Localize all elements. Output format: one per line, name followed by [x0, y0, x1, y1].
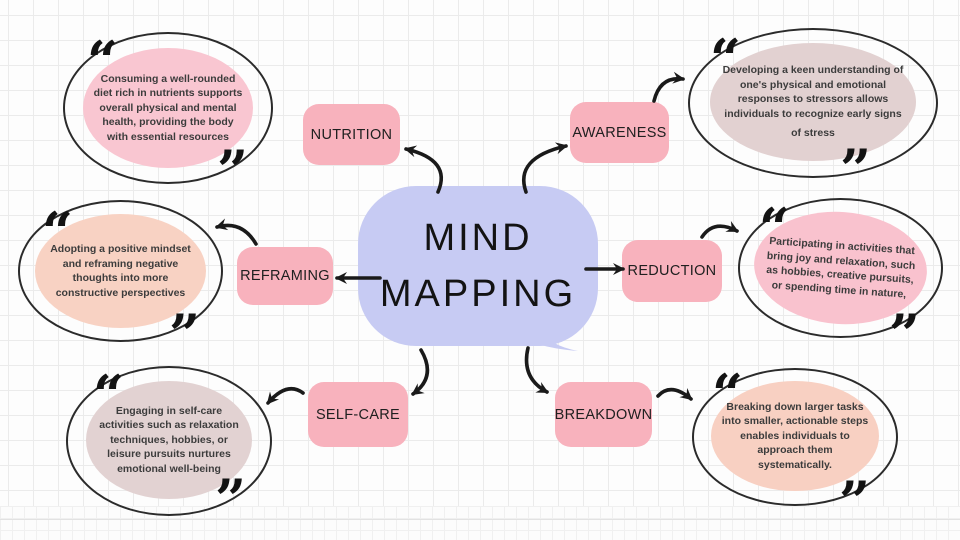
- note-text: Developing a keen understanding of one's…: [722, 64, 904, 120]
- branch-label-breakdown[interactable]: BREAKDOWN: [555, 382, 652, 447]
- note-text-2: of stress: [791, 127, 835, 140]
- note-text: Engaging in self-care activities such as…: [99, 404, 239, 475]
- center-topic[interactable]: MIND MAPPING: [358, 186, 598, 346]
- close-quote-icon: ”: [215, 467, 247, 531]
- note-text: Consuming a well-rounded diet rich in nu…: [93, 72, 243, 143]
- branch-label-text: REFRAMING: [240, 268, 330, 284]
- close-quote-icon: ”: [840, 137, 872, 201]
- note-bubble-awareness[interactable]: Developing a keen understanding of one's…: [688, 27, 938, 196]
- branch-label-text: AWARENESS: [572, 124, 667, 141]
- note-bubble-selfcare[interactable]: Engaging in self-care activities such as…: [66, 363, 272, 526]
- bubble-fill: Breaking down larger tasks into smaller,…: [711, 381, 879, 491]
- note-bubble-reduction[interactable]: Participating in activities that bring j…: [738, 196, 943, 361]
- bubble-outline: [66, 366, 272, 516]
- close-quote-icon: ”: [169, 302, 201, 366]
- center-topic-line2: MAPPING: [379, 273, 577, 315]
- bubble-outline: [63, 32, 273, 184]
- open-quote-icon: “: [93, 363, 125, 427]
- bubble-fill: Developing a keen understanding of one's…: [710, 43, 916, 161]
- branch-label-text: SELF-CARE: [315, 406, 401, 423]
- note-bubble-nutrition[interactable]: Consuming a well-rounded diet rich in nu…: [63, 29, 273, 197]
- open-quote-icon: “: [712, 362, 744, 426]
- bubble-fill: Consuming a well-rounded diet rich in nu…: [83, 48, 253, 168]
- branch-label-awareness[interactable]: AWARENESS: [570, 102, 669, 163]
- note-text: Breaking down larger tasks into smaller,…: [721, 400, 869, 471]
- bubble-fill: Adopting a positive mindset and reframin…: [35, 214, 206, 328]
- center-topic-line1: MIND: [423, 217, 533, 259]
- bubble-outline: [18, 200, 223, 342]
- bubble-outline: [688, 28, 938, 178]
- close-quote-icon: ”: [889, 302, 921, 366]
- bubble-fill: Engaging in self-care activities such as…: [86, 381, 252, 499]
- close-quote-icon: ”: [839, 469, 871, 533]
- open-quote-icon: “: [87, 29, 119, 93]
- note-bubble-breakdown[interactable]: Breaking down larger tasks into smaller,…: [692, 362, 898, 528]
- arrow-reduction-to-note: [700, 221, 739, 239]
- branch-label-text: BREAKDOWN: [554, 406, 653, 423]
- branch-label-nutrition[interactable]: NUTRITION: [303, 104, 400, 165]
- note-text: Adopting a positive mindset and reframin…: [50, 243, 191, 299]
- branch-label-text: REDUCTION: [627, 263, 717, 279]
- branch-label-text: NUTRITION: [310, 126, 393, 143]
- open-quote-icon: “: [759, 196, 791, 260]
- arrow-selfcare-to-note: [266, 386, 305, 405]
- note-bubble-reframing[interactable]: Adopting a positive mindset and reframin…: [18, 200, 223, 361]
- bubble-outline: [692, 368, 898, 506]
- bubble-outline: [738, 198, 943, 338]
- branch-label-reduction[interactable]: REDUCTION: [622, 240, 722, 302]
- open-quote-icon: “: [710, 27, 742, 91]
- close-quote-icon: ”: [217, 138, 249, 202]
- arrow-awareness-to-note: [652, 71, 685, 103]
- arrow-center-to-selfcare: [411, 348, 430, 396]
- branch-label-reframing[interactable]: REFRAMING: [237, 247, 333, 305]
- arrow-breakdown-to-note: [656, 387, 693, 401]
- open-quote-icon: “: [42, 200, 74, 264]
- branch-label-selfcare[interactable]: SELF-CARE: [308, 382, 408, 447]
